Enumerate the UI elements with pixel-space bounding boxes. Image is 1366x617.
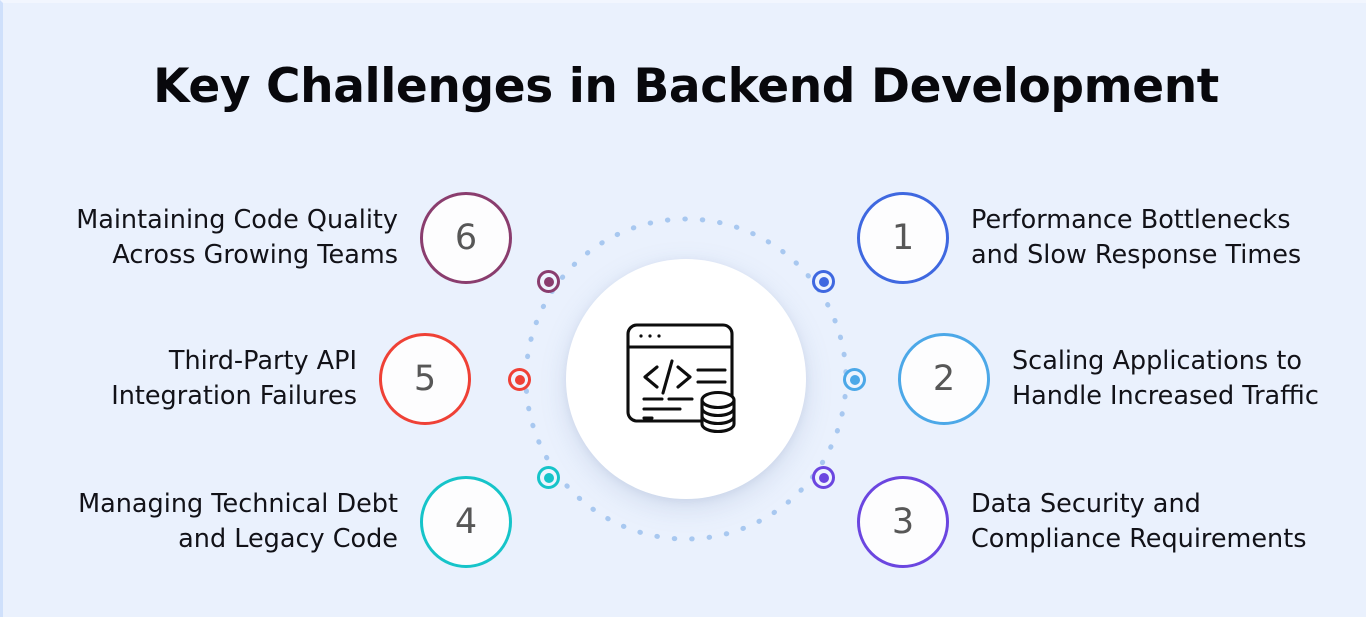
challenge-label-2: Scaling Applications to Handle Increased… bbox=[1012, 346, 1319, 411]
code-window-database-icon bbox=[626, 323, 736, 434]
connector-dot-3 bbox=[812, 466, 835, 489]
challenge-number-5: 5 bbox=[379, 333, 471, 425]
challenge-label-5: Third-Party API Integration Failures bbox=[111, 346, 357, 411]
connector-dot-1 bbox=[812, 270, 835, 293]
challenge-item-2[interactable]: 2 Scaling Applications to Handle Increas… bbox=[898, 329, 1319, 429]
connector-dot-6 bbox=[537, 270, 560, 293]
challenge-label-3: Data Security and Compliance Requirement… bbox=[971, 489, 1307, 554]
challenge-label-6: Maintaining Code Quality Across Growing … bbox=[76, 205, 398, 270]
connector-dot-5 bbox=[508, 368, 531, 391]
challenge-number-6: 6 bbox=[420, 192, 512, 284]
challenge-item-3[interactable]: 3 Data Security and Compliance Requireme… bbox=[857, 472, 1306, 572]
connector-dot-4 bbox=[537, 466, 560, 489]
challenge-item-1[interactable]: 1 Performance Bottlenecks and Slow Respo… bbox=[857, 188, 1301, 288]
challenge-number-3: 3 bbox=[857, 476, 949, 568]
challenge-item-4[interactable]: Managing Technical Debt and Legacy Code … bbox=[78, 472, 512, 572]
challenge-number-1: 1 bbox=[857, 192, 949, 284]
challenge-number-4: 4 bbox=[420, 476, 512, 568]
page-title: Key Challenges in Backend Development bbox=[153, 59, 1219, 114]
challenge-number-2: 2 bbox=[898, 333, 990, 425]
connector-dot-2 bbox=[843, 368, 866, 391]
challenge-label-4: Managing Technical Debt and Legacy Code bbox=[78, 489, 398, 554]
challenge-label-1: Performance Bottlenecks and Slow Respons… bbox=[971, 205, 1302, 270]
challenge-item-6[interactable]: Maintaining Code Quality Across Growing … bbox=[76, 188, 512, 288]
challenge-item-5[interactable]: Third-Party API Integration Failures 5 bbox=[111, 329, 471, 429]
